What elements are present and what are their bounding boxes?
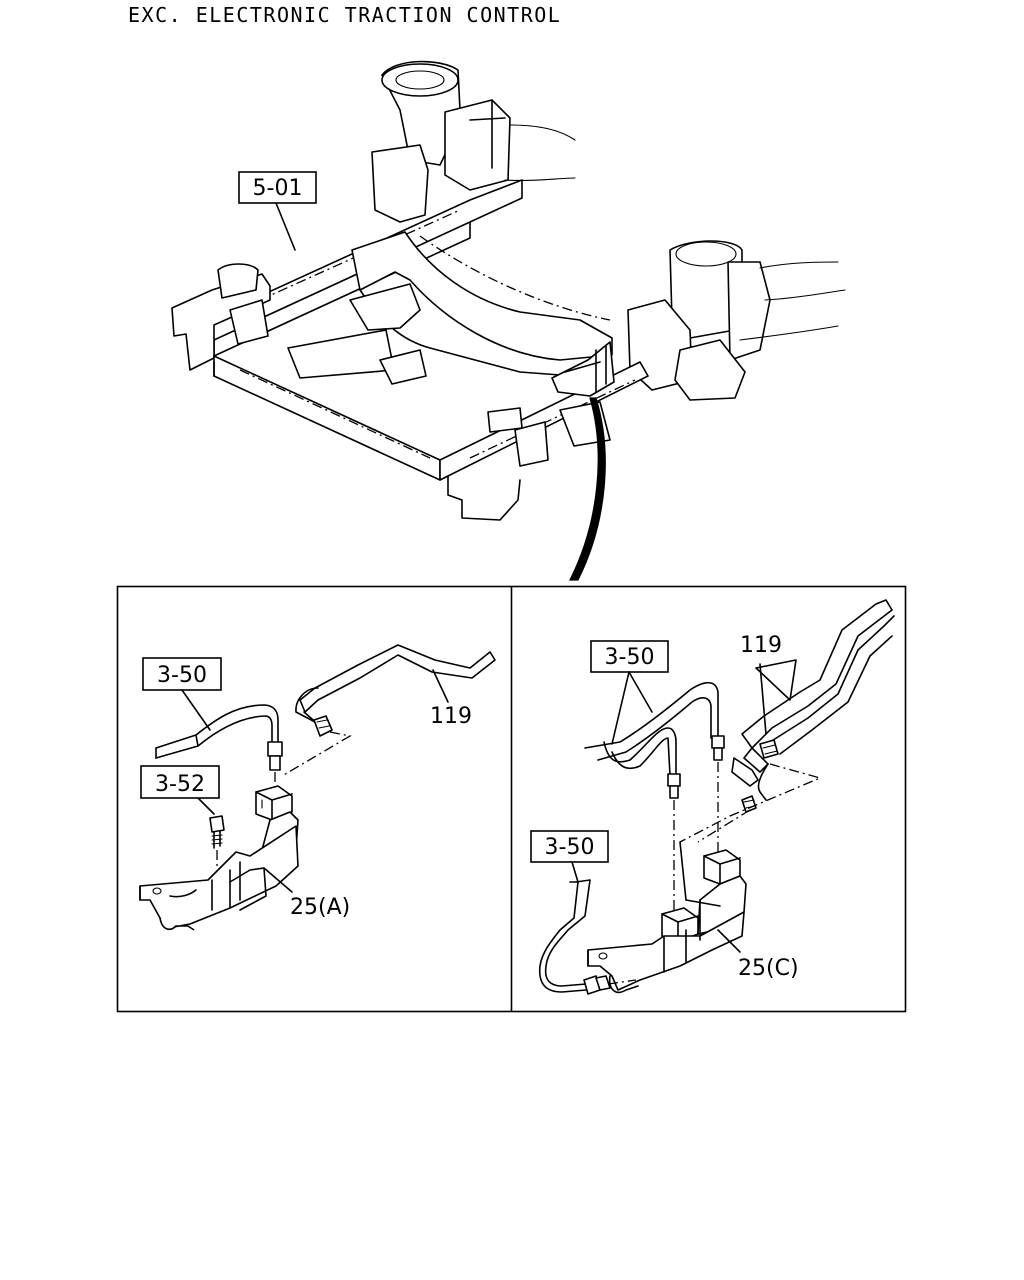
detail-box bbox=[116, 585, 907, 1013]
svg-text:5-01: 5-01 bbox=[253, 176, 303, 201]
diagram-title: EXC. ELECTRONIC TRACTION CONTROL bbox=[128, 3, 561, 27]
svg-text:3-52: 3-52 bbox=[155, 772, 205, 797]
svg-text:3-50: 3-50 bbox=[545, 835, 595, 860]
label-right-line: 119 bbox=[740, 633, 782, 658]
left-detail-panel bbox=[139, 644, 496, 931]
callout-left-pipe: 3-50 bbox=[142, 657, 222, 731]
svg-text:3-50: 3-50 bbox=[157, 663, 207, 688]
callout-frame: 5-01 bbox=[238, 171, 317, 204]
label-left-line: 119 bbox=[430, 704, 472, 729]
svg-text:3-50: 3-50 bbox=[605, 645, 655, 670]
right-detail-panel bbox=[538, 599, 895, 995]
callout-right-pipe-lower: 3-50 bbox=[530, 830, 609, 883]
label-right-bracket: 25(C) bbox=[738, 956, 799, 981]
frame-assembly bbox=[171, 60, 846, 581]
callout-right-pipe-top: 3-50 bbox=[590, 640, 669, 745]
label-left-bracket: 25(A) bbox=[290, 895, 350, 920]
callout-left-bolt: 3-52 bbox=[140, 765, 220, 799]
